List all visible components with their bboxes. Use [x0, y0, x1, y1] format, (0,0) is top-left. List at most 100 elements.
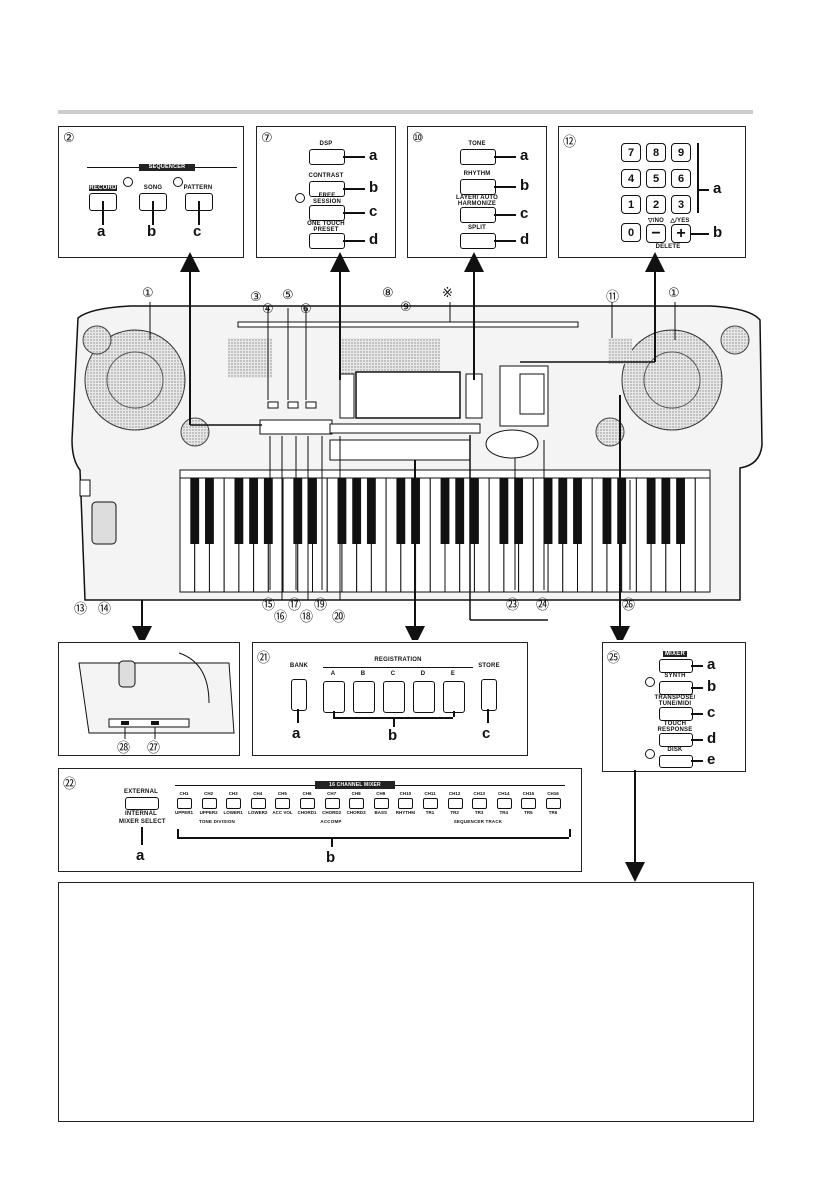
plus-key[interactable]: +	[671, 224, 691, 243]
contrast-leader	[343, 188, 365, 190]
black-key	[676, 478, 685, 544]
callout-18: ⑱	[300, 610, 314, 625]
synth-label: SYNTH	[664, 673, 686, 679]
mixer-channel-button[interactable]	[398, 798, 414, 809]
callout-6: ⑥	[300, 302, 312, 317]
mixer-channel-label: CH4	[253, 791, 263, 796]
mixer-channel-button[interactable]	[423, 798, 438, 809]
synth-button[interactable]	[659, 681, 693, 695]
callout-11: ⑪	[606, 290, 620, 305]
mixer-part-label: TR1	[425, 810, 435, 815]
letter-a: a	[292, 725, 301, 742]
mixer-channel-button[interactable]	[349, 798, 365, 809]
reg-a-button[interactable]	[323, 681, 345, 713]
mixer-button[interactable]	[659, 659, 693, 673]
mixer-channel-button[interactable]	[324, 798, 340, 809]
key-5[interactable]: 5	[646, 169, 666, 188]
minus-key[interactable]: −	[646, 224, 666, 243]
disk-button[interactable]	[659, 755, 693, 768]
callout-number: ㉕	[607, 651, 621, 666]
reg-c-button[interactable]	[383, 681, 405, 713]
reg-bracket-stem	[393, 717, 395, 727]
mixer-channel-button[interactable]	[275, 798, 291, 809]
black-key	[337, 478, 347, 544]
key-7[interactable]: 7	[621, 143, 641, 162]
mixer-channel-button[interactable]	[546, 798, 561, 809]
mixer-channel-label: CH10	[399, 791, 412, 796]
reg-e-button[interactable]	[443, 681, 465, 713]
mixer-leader	[691, 665, 703, 667]
black-key	[366, 478, 376, 544]
letter-e: e	[707, 751, 716, 768]
panel-sequencer: ② SEQUENCER RECORD SONG PATTERN a b c	[58, 126, 244, 258]
key-0[interactable]: 0	[621, 223, 641, 242]
mixer-part-label: LOWER2	[248, 810, 268, 815]
record-leader	[102, 201, 104, 225]
numpad-leader-b	[691, 233, 709, 235]
mixer-channel-button[interactable]	[201, 798, 217, 809]
touch-response-button[interactable]	[659, 733, 693, 747]
mixer-channel-button[interactable]	[447, 798, 463, 809]
mixer-channel-label: CH1	[179, 791, 189, 796]
reg-b-button[interactable]	[353, 681, 375, 713]
mixer-channel-label: CH2	[204, 791, 214, 796]
callout-5: ⑤	[282, 288, 294, 303]
free-session-leader	[343, 212, 365, 214]
callout-star: ※	[442, 286, 453, 301]
key-2[interactable]: 2	[646, 195, 666, 214]
callout-number: ⑩	[412, 131, 424, 146]
key-9[interactable]: 9	[671, 143, 691, 162]
mixer-channel-button[interactable]	[373, 798, 389, 809]
reg-d-button[interactable]	[413, 681, 435, 713]
bank-leader	[297, 709, 299, 723]
mixer-select-button[interactable]	[125, 797, 159, 810]
mixer-channel-label: CH8	[351, 791, 361, 796]
external-label: EXTERNAL	[124, 789, 158, 795]
mixer-channel-button[interactable]	[300, 798, 315, 809]
key-4[interactable]: 4	[621, 169, 641, 188]
mixer-channel-button[interactable]	[177, 798, 192, 809]
split-leader	[494, 240, 516, 242]
key-8[interactable]: 8	[646, 143, 666, 162]
disk-led	[645, 749, 655, 759]
mixer-part-label: LOWER1	[223, 810, 243, 815]
callout-8: ⑧	[382, 286, 394, 301]
black-key	[543, 478, 553, 544]
rhythm-label: RHYTHM	[463, 171, 491, 177]
callout-1-right: ①	[668, 286, 680, 301]
mixer-bracket-right	[569, 829, 571, 837]
store-button[interactable]	[481, 679, 497, 711]
mixer-bracket-left	[177, 829, 179, 837]
mixer-channel-button[interactable]	[472, 798, 488, 809]
free-session-led	[295, 193, 305, 203]
black-key	[455, 478, 465, 544]
black-key	[499, 478, 509, 544]
callout-number: ⑫	[563, 135, 577, 150]
letter-a: a	[707, 656, 716, 673]
callout-15: ⑮	[262, 598, 276, 613]
letter-a: a	[369, 147, 378, 164]
keyboard-keys	[179, 477, 711, 593]
callout-number: ㉑	[257, 651, 271, 666]
reg-e-label: E	[450, 671, 456, 677]
mixer-channel-button[interactable]	[250, 798, 266, 809]
transpose-button[interactable]	[659, 707, 693, 721]
disk-label: DISK	[667, 747, 683, 753]
mixer-channel-button[interactable]	[521, 798, 537, 809]
mixer-channel-button[interactable]	[496, 798, 512, 809]
mixer-channel-label: CH12	[448, 791, 461, 796]
synth-arrow	[625, 770, 645, 882]
key-1[interactable]: 1	[621, 195, 641, 214]
black-key	[646, 478, 656, 544]
letter-b: b	[520, 177, 530, 194]
dial	[485, 429, 539, 459]
registration-title: REGISTRATION	[374, 657, 422, 663]
callout-27: ㉗	[147, 741, 161, 756]
letter-b: b	[713, 224, 723, 241]
mixer-part-label: TR5	[524, 810, 533, 815]
mixer-channel-button[interactable]	[226, 798, 242, 809]
mixer-label: MIXER	[663, 651, 687, 657]
bank-button[interactable]	[291, 679, 307, 711]
key-3[interactable]: 3	[671, 195, 691, 214]
key-6[interactable]: 6	[671, 169, 691, 188]
